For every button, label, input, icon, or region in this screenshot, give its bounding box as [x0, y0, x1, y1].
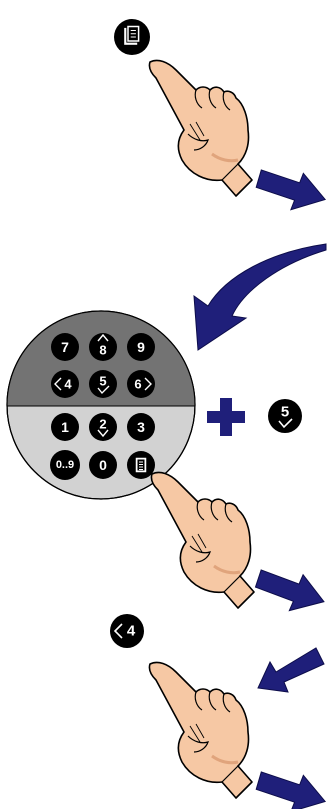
document-icon — [136, 458, 146, 472]
keypad-key-8[interactable]: 8 — [89, 333, 117, 361]
svg-text:5: 5 — [99, 374, 106, 389]
svg-text:2: 2 — [99, 417, 106, 432]
keypad-key-6[interactable]: 6 — [127, 370, 155, 398]
keypad-key-4[interactable]: 4 — [51, 370, 79, 398]
keypad-key-0[interactable]: 0 — [89, 451, 117, 479]
keypad-key-document[interactable] — [127, 451, 155, 479]
curved-arrow-icon — [194, 244, 326, 350]
svg-text:8: 8 — [99, 343, 106, 358]
step1-group — [114, 19, 329, 215]
svg-text:0: 0 — [99, 457, 107, 473]
keypad-key-1[interactable]: 1 — [51, 413, 79, 441]
arrow-left-down-icon — [258, 648, 324, 692]
keypad-key-5[interactable]: 5 — [89, 370, 117, 398]
pointing-hand-icon — [151, 472, 254, 608]
step3-key-4[interactable]: 4 — [110, 614, 144, 648]
svg-text:3: 3 — [137, 419, 145, 435]
svg-text:7: 7 — [61, 339, 69, 355]
document-icon — [124, 25, 140, 44]
svg-text:4: 4 — [64, 377, 72, 392]
keypad-key-2[interactable]: 2 — [89, 413, 117, 441]
keypad-key-0-9[interactable]: 0..9 — [50, 450, 80, 480]
svg-text:4: 4 — [127, 623, 136, 640]
svg-text:9: 9 — [137, 339, 145, 355]
svg-text:6: 6 — [134, 377, 141, 392]
arrow-right-down-icon — [252, 566, 328, 618]
arrow-right-down-icon — [253, 768, 329, 809]
plus-icon — [207, 398, 245, 436]
pointing-hand-icon — [149, 662, 252, 798]
svg-text:0..9: 0..9 — [56, 459, 74, 471]
svg-text:5: 5 — [281, 404, 289, 421]
keypad-group: 7 8 9 4 5 6 1 — [0, 300, 200, 499]
arrow-right-down-icon — [253, 166, 329, 216]
keypad-key-3[interactable]: 3 — [127, 413, 155, 441]
svg-text:1: 1 — [61, 419, 69, 435]
keypad-key-9[interactable]: 9 — [127, 333, 155, 361]
pointing-hand-icon — [149, 60, 252, 196]
keypad-key-7[interactable]: 7 — [51, 333, 79, 361]
combo-key-5[interactable]: 5 — [268, 399, 302, 433]
